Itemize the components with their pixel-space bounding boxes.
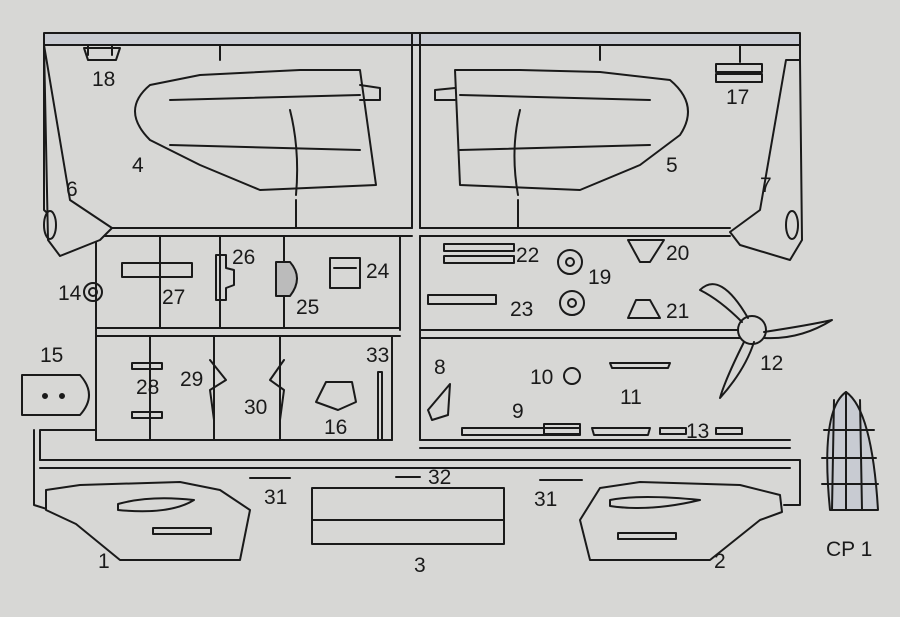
label-20: 20 (666, 242, 689, 265)
label-8: 8 (434, 356, 446, 379)
label-29: 29 (180, 368, 203, 391)
label-4: 4 (132, 154, 144, 177)
label-19: 19 (588, 266, 611, 289)
part-4-wing-left (134, 69, 381, 196)
label-22: 22 (516, 244, 539, 267)
label-26: 26 (232, 246, 255, 269)
label-1: 1 (98, 550, 110, 573)
part-18 (83, 47, 121, 61)
label-23: 23 (510, 298, 533, 321)
label-24: 24 (366, 260, 390, 283)
label-6: 6 (66, 178, 78, 201)
label-9: 9 (512, 400, 524, 423)
part-13 (591, 427, 743, 436)
part-8 (427, 383, 451, 421)
part-29 (209, 359, 227, 421)
label-5: 5 (666, 154, 678, 177)
part-33 (377, 371, 383, 441)
part-15 (21, 374, 90, 416)
label-21: 21 (666, 300, 689, 323)
label-10: 10 (530, 366, 553, 389)
part-1-fuselage-left (45, 481, 251, 561)
part-2-fuselage-right (579, 481, 783, 561)
label-28: 28 (136, 376, 159, 399)
part-30 (269, 359, 285, 421)
label-25: 25 (296, 296, 319, 319)
label-15: 15 (40, 344, 63, 367)
part-cp1-canopy (821, 391, 879, 511)
part-27 (121, 262, 193, 278)
label-2: 2 (714, 550, 726, 573)
label-cp1: CP 1 (826, 538, 872, 561)
label-16: 16 (324, 416, 347, 439)
part-24 (329, 257, 361, 289)
part-7-right-strip (729, 59, 803, 261)
label-27: 27 (162, 286, 185, 309)
part-labels: 18 4 6 5 7 17 26 24 27 25 14 15 28 29 30… (40, 68, 872, 577)
part-20 (627, 239, 665, 263)
part-22 (443, 243, 515, 264)
label-33: 33 (366, 344, 389, 367)
part-28 (131, 362, 163, 419)
label-32: 32 (428, 466, 451, 489)
part-26 (215, 254, 235, 301)
part-5-wing-right (434, 69, 689, 196)
part-9 (461, 423, 581, 436)
label-3: 3 (414, 554, 426, 577)
label-12: 12 (760, 352, 783, 375)
label-7: 7 (760, 174, 772, 197)
part-3-part (311, 487, 505, 545)
label-17: 17 (726, 86, 749, 109)
part-17 (715, 63, 763, 83)
label-14: 14 (58, 282, 82, 305)
part-14 (83, 282, 103, 302)
part-23 (427, 294, 497, 305)
part-25 (275, 261, 298, 297)
part-11 (609, 362, 671, 369)
label-18: 18 (92, 68, 115, 91)
part-16 (315, 381, 357, 411)
part-19 (557, 249, 585, 316)
label-11: 11 (620, 386, 642, 409)
label-30: 30 (244, 396, 267, 419)
label-13: 13 (686, 420, 709, 443)
part-12-propeller (699, 283, 833, 399)
label-31-left: 31 (264, 486, 287, 509)
part-21 (627, 299, 661, 319)
label-31-right: 31 (534, 488, 557, 511)
part-10 (563, 367, 581, 385)
part-6-left-strip (43, 44, 113, 257)
